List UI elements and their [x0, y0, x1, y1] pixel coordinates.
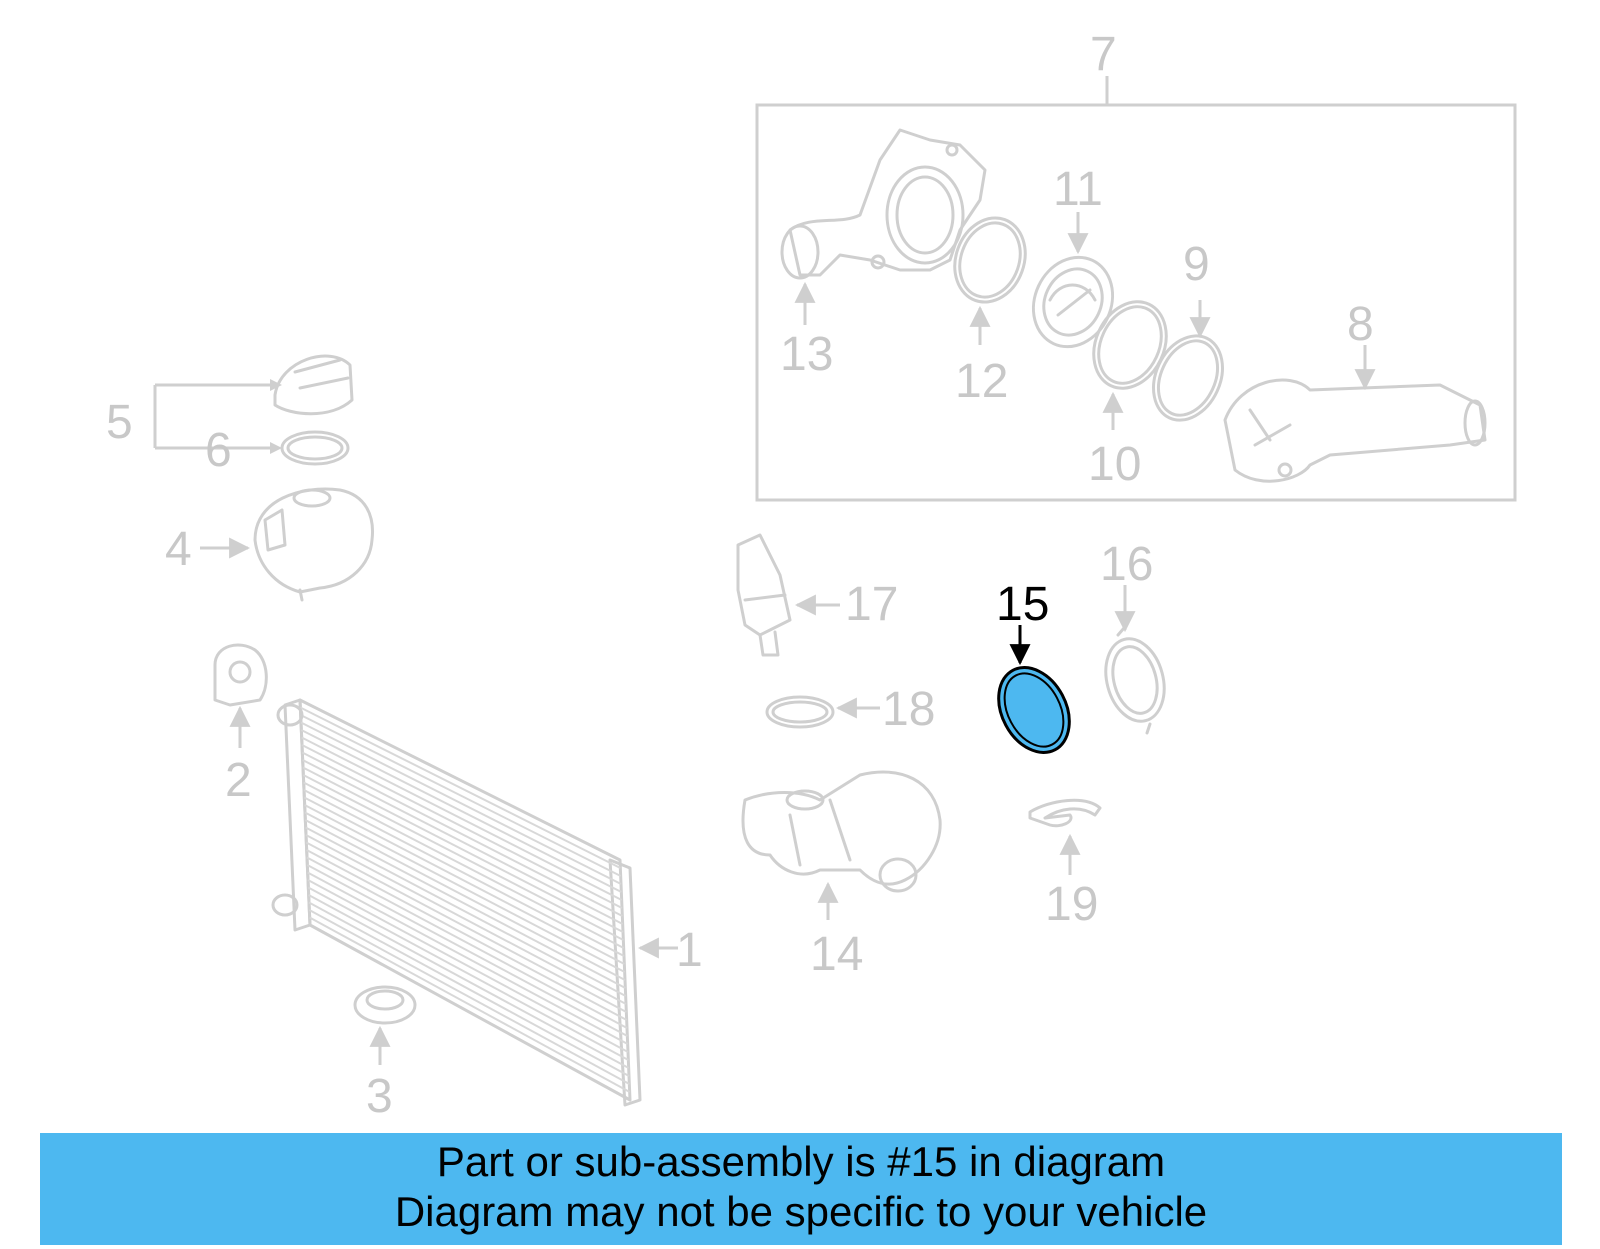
radiator-fin: [304, 819, 626, 989]
part-18-o-ring-inner: [771, 700, 829, 724]
radiator-fin: [308, 901, 630, 1077]
part-11-thermostat[interactable]: [1019, 244, 1127, 359]
part-2-mount-bracket[interactable]: [213, 643, 268, 707]
callout-16[interactable]: 16: [1100, 538, 1153, 591]
callout-15[interactable]: 15: [996, 578, 1049, 631]
radiator-fin: [306, 856, 628, 1029]
radiator-fin: [302, 759, 624, 925]
callout-18[interactable]: 18: [882, 683, 935, 736]
radiator-fin: [300, 729, 622, 893]
part-15-o-ring-highlighted[interactable]: [985, 655, 1084, 765]
radiator-fin: [302, 774, 624, 941]
part-19-retaining-clip[interactable]: [1028, 798, 1102, 828]
part-16-flange-seal[interactable]: [1097, 626, 1173, 735]
callout-7[interactable]: 7: [1090, 28, 1117, 81]
callout-6-arrowhead: [270, 442, 282, 454]
callout-1[interactable]: 1: [676, 924, 703, 977]
callout-14[interactable]: 14: [810, 928, 863, 981]
radiator-fin: [308, 909, 630, 1085]
callout-19[interactable]: 19: [1045, 878, 1098, 931]
callout-10[interactable]: 10: [1088, 438, 1141, 491]
part-3-rubber-mount[interactable]: [353, 985, 417, 1025]
part-12-o-ring-inner: [958, 221, 1022, 299]
radiator-fin: [303, 796, 625, 965]
part-1-radiator[interactable]: [271, 698, 642, 1107]
part-5-reservoir-cap[interactable]: [273, 354, 354, 416]
radiator-fin: [303, 781, 625, 949]
radiator-fins: [299, 706, 631, 1093]
part-12-o-ring[interactable]: [943, 208, 1036, 312]
callout-2[interactable]: 2: [225, 754, 252, 807]
callout-4[interactable]: 4: [165, 523, 192, 576]
part-6-cap-seal-inner: [286, 435, 344, 461]
part-14-coolant-outlet-housing[interactable]: [741, 770, 942, 893]
radiator-fin: [306, 864, 628, 1037]
radiator-fin: [307, 871, 629, 1045]
radiator-fin: [302, 766, 624, 933]
radiator-fin: [303, 789, 625, 957]
part-10-o-ring-inner: [1097, 305, 1163, 385]
callout-9[interactable]: 9: [1183, 238, 1210, 291]
radiator-fin: [305, 841, 627, 1013]
callout-13[interactable]: 13: [780, 328, 833, 381]
radiator-fin: [300, 714, 622, 877]
part-8-coolant-pipe[interactable]: [1223, 378, 1487, 483]
subassembly-7-box: [755, 103, 1517, 502]
part-4-expansion-tank[interactable]: [253, 487, 375, 602]
radiator-fin: [301, 744, 623, 909]
callout-11[interactable]: 11: [1053, 163, 1103, 216]
radiator-fin: [306, 849, 628, 1021]
radiator-fin: [308, 894, 630, 1069]
radiator-fin: [301, 751, 623, 917]
info-banner: Part or sub-assembly is #15 in diagram D…: [40, 1133, 1562, 1245]
part-9-o-ring[interactable]: [1140, 325, 1235, 432]
part-17-temperature-sensor[interactable]: [736, 533, 792, 657]
callout-17[interactable]: 17: [845, 578, 898, 631]
part-18-o-ring[interactable]: [765, 695, 835, 729]
radiator-fin: [304, 811, 626, 981]
part-9-o-ring-inner: [1156, 339, 1220, 417]
radiator-fin: [299, 706, 621, 869]
radiator-fin: [307, 879, 629, 1053]
part-13-thermostat-housing[interactable]: [780, 128, 987, 280]
callout-5[interactable]: 5: [106, 396, 133, 449]
callout-12[interactable]: 12: [955, 355, 1008, 408]
radiator-fin: [305, 826, 627, 997]
radiator-fin: [309, 916, 631, 1093]
radiator-fin: [300, 721, 622, 885]
radiator-fin: [307, 886, 629, 1061]
callout-8[interactable]: 8: [1347, 298, 1374, 351]
radiator-fin: [301, 736, 623, 901]
radiator-fin: [305, 834, 627, 1005]
callout-5-arrowhead: [270, 379, 282, 391]
callout-6[interactable]: 6: [205, 424, 232, 477]
callout-3[interactable]: 3: [366, 1070, 393, 1123]
banner-line-1: Part or sub-assembly is #15 in diagram: [436, 1138, 1166, 1185]
banner-line-2: Diagram may not be specific to your vehi…: [394, 1188, 1208, 1235]
callout-5-bracket: [153, 383, 270, 450]
radiator-fin: [304, 804, 626, 973]
